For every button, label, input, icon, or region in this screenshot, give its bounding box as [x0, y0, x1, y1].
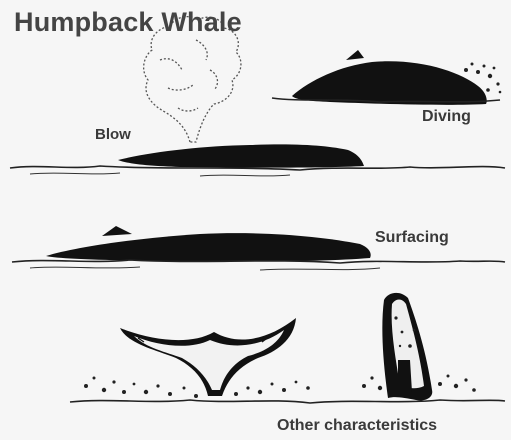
- diving-whale: [272, 50, 501, 105]
- label-surfacing: Surfacing: [375, 230, 449, 246]
- tail-fluke: [120, 318, 296, 396]
- label-diving: Diving: [422, 109, 471, 125]
- pectoral-flipper: [382, 293, 432, 401]
- bottom-waterline: [70, 400, 505, 403]
- blow-whale: [10, 144, 505, 176]
- label-blow: Blow: [95, 127, 131, 142]
- label-other-characteristics: Other characteristics: [277, 418, 437, 434]
- page-title: Humpback Whale: [14, 9, 242, 36]
